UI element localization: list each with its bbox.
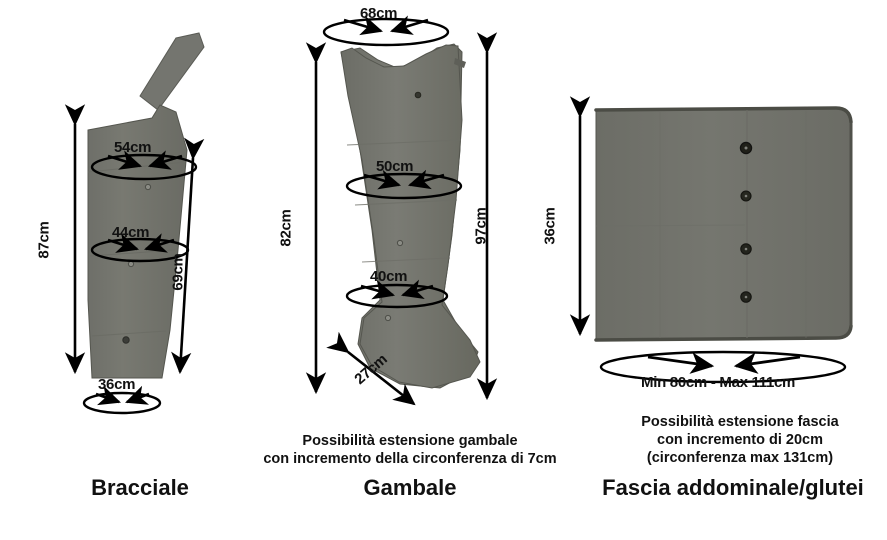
caption-gambale-line-2: con incremento della circonferenza di 7c… (263, 451, 557, 468)
fascia-garment (594, 106, 853, 342)
title-bracciale: Bracciale (91, 475, 189, 500)
dim-leg-top-circumference: 68cm (360, 5, 398, 22)
arm-bottom-circumference-ellipse (82, 391, 162, 415)
title-fascia: Fascia addominale/glutei (602, 475, 864, 500)
caption-fascia-line-1: Possibilità estensione fascia (641, 414, 839, 430)
leg-mid-circumference-ellipse (345, 172, 463, 200)
dim-arm-mid-circumference: 44cm (112, 224, 150, 241)
foot-length-arrow (326, 331, 416, 406)
caption-gambale-line-1: Possibilità estensione gambale (302, 433, 518, 449)
caption-fascia-line-3: (circonferenza max 131cm) (646, 450, 834, 467)
leg-lower-circumference-ellipse (345, 283, 449, 309)
caption-fascia-line-2: con incremento di 20cm (657, 432, 823, 449)
caption-gambale: Possibilità estensione gambale con incre… (255, 432, 565, 468)
dim-arm-inner-length: 69cm (169, 253, 187, 291)
arm-inner-length-arrow (171, 137, 205, 375)
dim-leg-left-length: 82cm (277, 209, 295, 247)
dim-leg-lower-circumference: 40cm (370, 268, 408, 285)
caption-fascia: Possibilità estensione fascia con increm… (600, 413, 880, 467)
arm-top-circumference-ellipse (90, 153, 198, 181)
dim-arm-top-circumference: 54cm (114, 139, 152, 156)
dim-band-height: 36cm (541, 207, 559, 245)
dim-band-circumference: Min 80cm - Max 111cm (641, 374, 796, 391)
arm-mid-circumference-ellipse (90, 237, 190, 263)
leg-top-circumference-ellipse (322, 17, 450, 47)
band-circumference-ellipse (599, 350, 847, 384)
title-gambale: Gambale (363, 475, 457, 500)
dim-leg-right-length: 97cm (472, 207, 490, 245)
dim-arm-bottom-circumference: 36cm (98, 376, 136, 393)
gambale-garment (340, 43, 481, 389)
bracciale-garment (87, 32, 205, 379)
dim-arm-full-length: 87cm (35, 221, 53, 259)
dim-leg-mid-circumference: 50cm (376, 158, 414, 175)
